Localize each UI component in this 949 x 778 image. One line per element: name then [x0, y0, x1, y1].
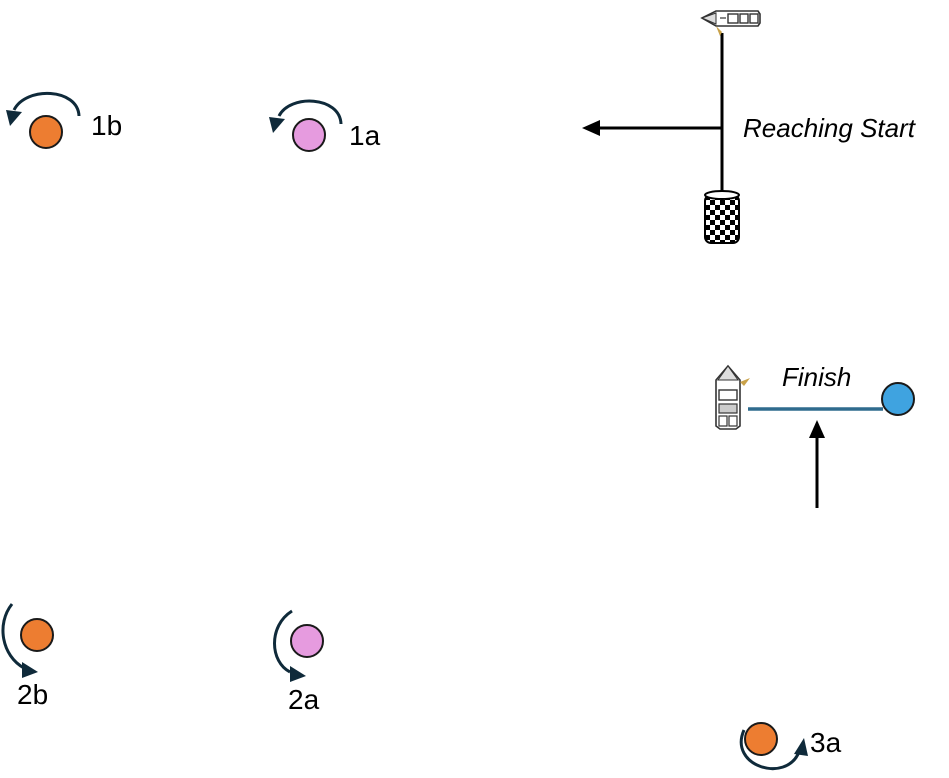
mark-3a-rounding-arrowhead: [794, 738, 808, 756]
mark-2b-label: 2b: [17, 679, 48, 710]
finish-label: Finish: [782, 362, 851, 392]
mark-1b-buoy: [29, 115, 63, 149]
mark-3a-rounding-arrow: [739, 729, 801, 771]
mark-2b: 2b: [1, 603, 54, 710]
mark-1b: 1b: [6, 91, 122, 149]
finish-line-group: Finish: [715, 362, 915, 508]
mark-3a-buoy: [744, 722, 778, 756]
mark-2b-rounding-arrow: [1, 603, 25, 670]
mark-3a: 3a: [739, 722, 842, 771]
mark-1a-rounding-arrow: [277, 99, 343, 125]
mark-1a-rounding-arrowhead: [269, 117, 285, 133]
mark-2a-buoy: [290, 624, 324, 658]
mark-1b-label: 1b: [91, 110, 122, 141]
mark-2a-rounding-arrow: [273, 609, 293, 674]
finish-buoy-icon: [881, 382, 915, 416]
mark-1a: 1a: [269, 99, 381, 152]
mark-2a-label: 2a: [288, 684, 320, 715]
mark-1a-buoy: [292, 118, 326, 152]
mark-3a-label: 3a: [810, 727, 842, 758]
start-direction-arrow-head: [582, 120, 600, 136]
mark-1b-rounding-arrow: [12, 91, 81, 117]
mark-2b-rounding-arrowhead: [22, 662, 38, 678]
committee-boat-icon: [700, 10, 761, 36]
mark-1a-label: 1a: [349, 120, 381, 151]
committee-boat-icon: [715, 364, 750, 430]
checkered-buoy-icon: [704, 190, 740, 244]
mark-1b-rounding-arrowhead: [6, 110, 22, 126]
start-label: Reaching Start: [743, 113, 917, 143]
mark-2a: 2a: [273, 609, 324, 715]
start-line-group: Reaching Start: [582, 10, 917, 244]
finish-approach-arrow-head: [809, 420, 825, 438]
mark-2a-rounding-arrowhead: [290, 666, 306, 682]
mark-2b-buoy: [20, 618, 54, 652]
